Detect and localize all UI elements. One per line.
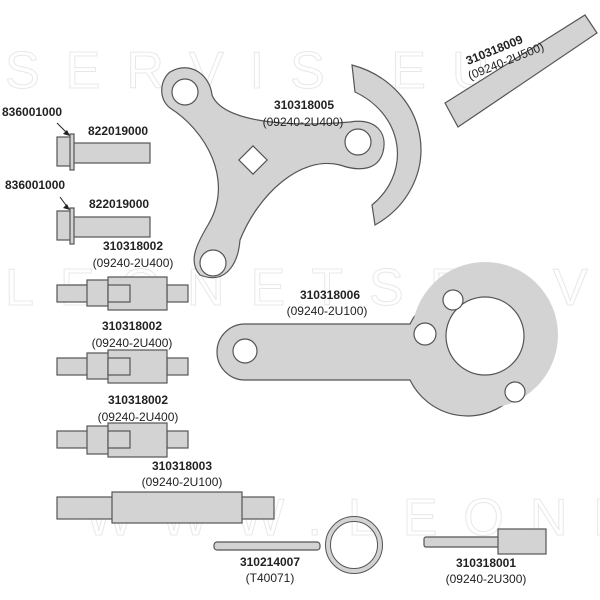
pulley-holder-oem: (09240-2U100) — [287, 304, 368, 318]
pulley-holder — [216, 262, 558, 417]
shaft-310318003 — [56, 491, 275, 524]
pin-1-number: 310318002 — [103, 239, 163, 253]
washer-label-2: 836001000 — [5, 178, 65, 192]
ring-pin — [213, 516, 383, 574]
locking-pin-oem: (09240-2U300) — [446, 572, 527, 586]
three-arm-holder-oem: (09240-2U400) — [263, 115, 344, 129]
bolt-label-2: 822019000 — [89, 197, 149, 211]
locking-pin-number: 310318001 — [456, 556, 516, 570]
pin-2-oem: (09240-2U400) — [92, 336, 173, 350]
pin-3-number: 310318002 — [108, 393, 168, 407]
three-arm-holder-number: 310318005 — [274, 98, 334, 112]
pin-2 — [56, 349, 189, 384]
ring-pin-number: 310214007 — [240, 555, 300, 569]
pulley-holder-number: 310318006 — [300, 288, 360, 302]
three-arm-holder — [161, 67, 385, 279]
pin-3-oem: (09240-2U400) — [98, 410, 179, 424]
locking-pin — [423, 528, 547, 555]
washer-label-1: 836001000 — [2, 105, 62, 119]
bolt-1 — [56, 122, 151, 171]
half-ring-tool — [351, 14, 598, 226]
shaft-number: 310318003 — [152, 459, 212, 473]
watermark-top: SERVIS.EU — [5, 42, 515, 100]
pin-1 — [56, 276, 189, 311]
bolt-2 — [56, 196, 151, 245]
pin-3 — [56, 422, 189, 458]
shaft-oem: (09240-2U100) — [142, 475, 223, 489]
pin-1-oem: (09240-2U400) — [93, 256, 174, 270]
pin-2-number: 310318002 — [102, 319, 162, 333]
ring-pin-oem: (T40071) — [246, 571, 295, 585]
bolt-label-1: 822019000 — [88, 124, 148, 138]
